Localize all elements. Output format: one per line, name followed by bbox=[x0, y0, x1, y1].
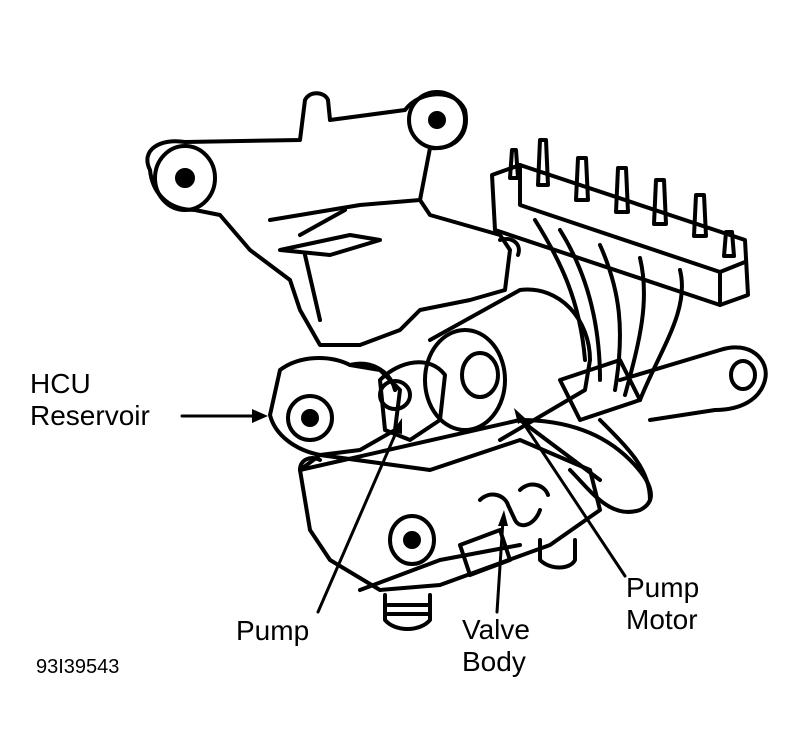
leader-lines bbox=[180, 408, 627, 614]
pump-shape bbox=[378, 360, 447, 442]
hcu-reservoir-label-line1: HCU bbox=[30, 368, 91, 399]
valve-body-label-line2: Body bbox=[462, 646, 526, 677]
valve-block bbox=[298, 418, 602, 592]
pump-label: Pump bbox=[236, 615, 310, 646]
wire-harness bbox=[518, 345, 768, 514]
valve-body-leader bbox=[495, 518, 505, 614]
electrical-connector bbox=[490, 138, 750, 402]
mounting-bracket bbox=[145, 90, 521, 347]
pump-motor-label-line2: Motor bbox=[626, 604, 698, 635]
valve-body-label: Valve Body bbox=[462, 614, 530, 678]
hcu-reservoir-label-line2: Reservoir bbox=[30, 400, 150, 431]
pump-motor-body bbox=[423, 287, 592, 442]
pump-motor-label-line1: Pump bbox=[626, 572, 700, 603]
pump-motor-label: Pump Motor bbox=[626, 572, 699, 636]
valve-body-label-line1: Valve bbox=[462, 614, 530, 645]
bottom-fittings bbox=[383, 538, 577, 631]
pump-leader bbox=[316, 426, 400, 614]
pump-motor-leader bbox=[518, 416, 627, 578]
hcu-reservoir-shape bbox=[268, 356, 402, 457]
hcu-reservoir-label: HCU Reservoir bbox=[30, 368, 150, 432]
figure-id: 93I39543 bbox=[36, 656, 120, 678]
